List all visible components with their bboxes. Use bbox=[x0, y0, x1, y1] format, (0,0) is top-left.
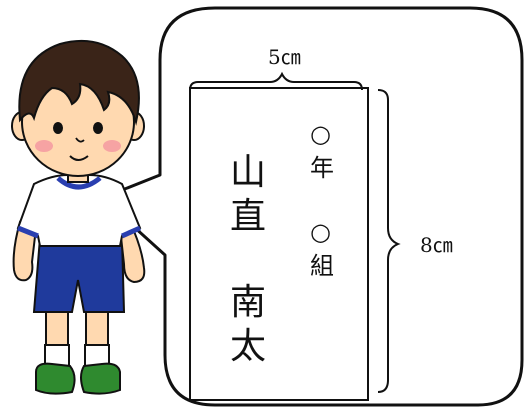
left-eye bbox=[53, 122, 63, 134]
surname-char-2: 直 bbox=[230, 196, 266, 237]
surname-char-1: 山 bbox=[230, 152, 266, 193]
left-cheek bbox=[35, 140, 53, 152]
right-eye bbox=[93, 122, 103, 134]
left-arm bbox=[12, 220, 38, 282]
name-tag-card bbox=[189, 87, 369, 401]
nose bbox=[75, 137, 85, 143]
shorts bbox=[32, 237, 126, 313]
given-char-1: 南 bbox=[230, 282, 266, 323]
left-shoe bbox=[35, 362, 76, 395]
right-arm bbox=[118, 220, 146, 284]
right-cheek bbox=[103, 140, 121, 152]
grade-suffix: 年 bbox=[310, 154, 334, 182]
name-tag: 5㎝ 8㎝ ○ 年 ○ 組 山 直 南 太 bbox=[189, 45, 453, 401]
mouth bbox=[69, 155, 89, 161]
height-label: 8㎝ bbox=[420, 233, 453, 257]
height-brace bbox=[377, 89, 401, 393]
grade-symbol: ○ bbox=[310, 120, 331, 148]
boy-figure bbox=[11, 39, 146, 395]
left-sleeve-trim bbox=[17, 225, 39, 239]
class-symbol: ○ bbox=[310, 218, 331, 246]
right-shoe bbox=[80, 362, 121, 395]
width-label: 5㎝ bbox=[268, 45, 301, 69]
hair bbox=[18, 39, 140, 126]
given-char-2: 太 bbox=[230, 326, 266, 367]
width-brace bbox=[189, 71, 363, 91]
right-sleeve-trim bbox=[120, 225, 142, 239]
class-suffix: 組 bbox=[310, 252, 334, 280]
shirt-collar bbox=[56, 176, 102, 190]
